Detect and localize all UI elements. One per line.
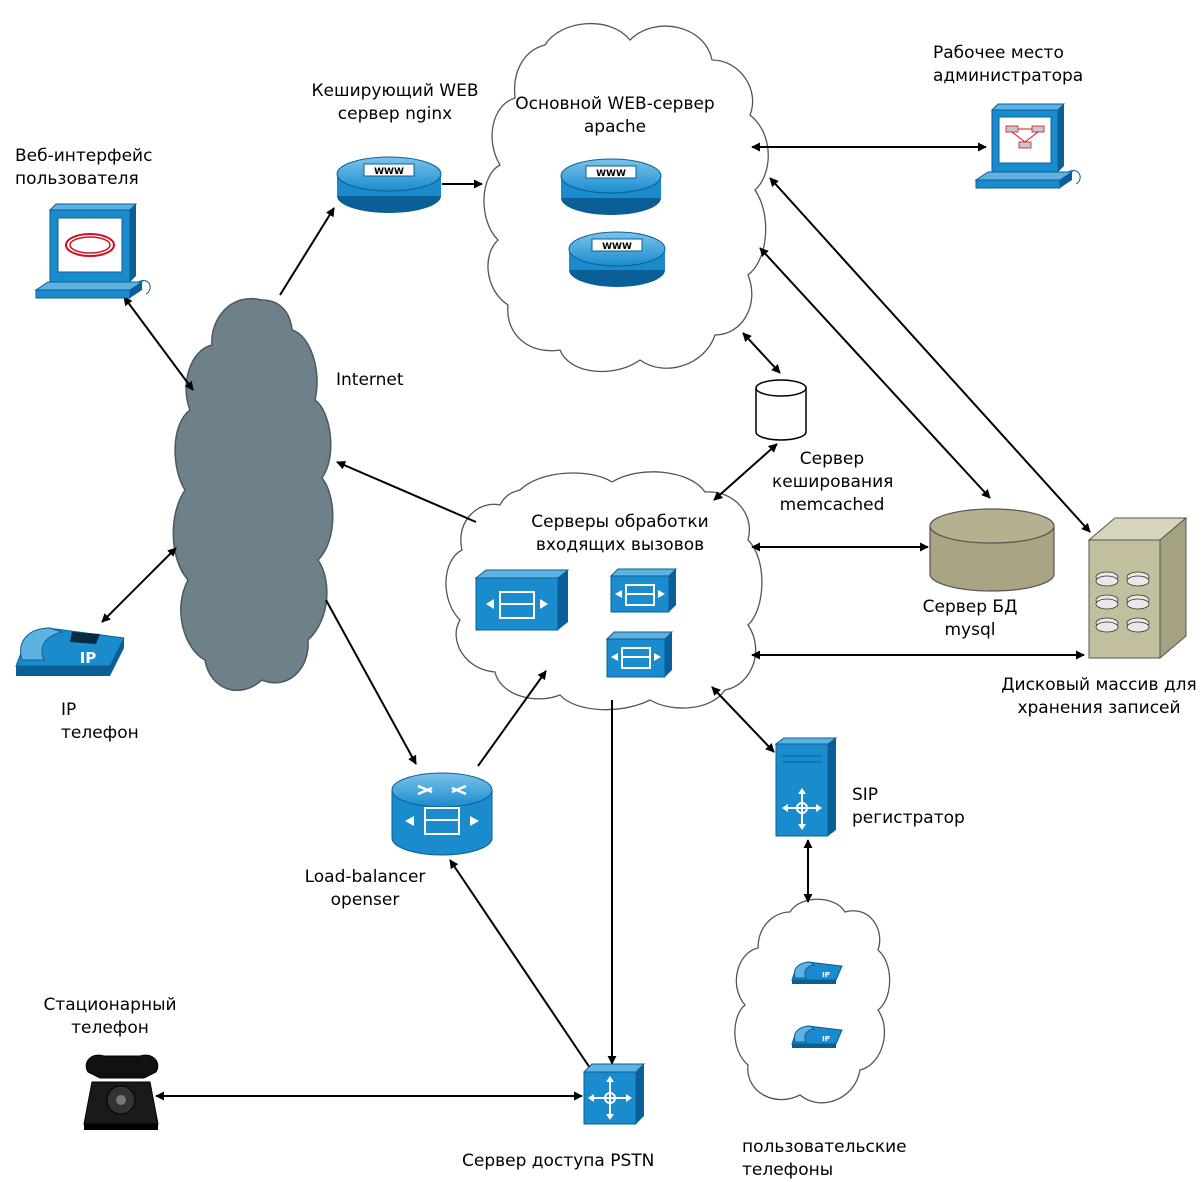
ip-phone-icon: IP [15, 627, 125, 676]
label-db-line1: Сервер БД [922, 597, 1018, 617]
label-admin-line2: администратора [933, 66, 1084, 86]
label-user-phones-line2: телефоны [742, 1160, 834, 1180]
label-storage: Дисковый массив для хранения записей [994, 674, 1204, 720]
apache-server-2-icon: WWW [568, 231, 666, 287]
label-admin: Рабочее место администратора [933, 42, 1083, 88]
label-sip-line1: SIP [852, 785, 879, 805]
apache2-www-text: WWW [602, 242, 632, 252]
link-internet-nginx [279, 207, 335, 296]
memcached-server-icon [755, 379, 807, 441]
label-load-balancer: Load-balancer openser [290, 866, 440, 912]
label-apache-line1: Основной WEB-сервер [515, 94, 715, 114]
storage-array-icon [1087, 516, 1188, 660]
nginx-server-icon: WWW [336, 156, 442, 213]
user-phone-1-ip-text: IP [822, 971, 830, 979]
call-servers-cloud [445, 471, 763, 711]
label-pstn: Сервер доступа PSTN [462, 1150, 654, 1173]
label-web-ui-line2: пользователя [15, 169, 139, 189]
label-ip-phone-line2: телефон [61, 723, 139, 743]
label-pstn-text: Сервер доступа PSTN [462, 1151, 655, 1171]
user-phone-2-icon: IP [791, 1025, 843, 1048]
label-db-line2: mysql [944, 620, 996, 640]
label-internet-text: Internet [336, 370, 404, 390]
label-storage-line1: Дисковый массив для [1001, 675, 1197, 695]
database-server-icon [929, 508, 1055, 592]
user-phone-2-ip-text: IP [822, 1035, 830, 1043]
label-landline-line1: Стационарный [43, 995, 177, 1015]
apache1-www-text: WWW [596, 169, 626, 179]
label-sip: SIP регистратор [852, 784, 965, 830]
link-balancer-calls [477, 670, 547, 767]
call-server-1-icon [474, 569, 570, 631]
link-apache-db [759, 247, 991, 499]
connections [101, 142, 1091, 1101]
label-load-balancer-line1: Load-balancer [304, 867, 426, 887]
label-call-servers-line1: Серверы обработки [531, 512, 709, 532]
label-user-phones-line1: пользовательские [742, 1137, 907, 1157]
link-calls-sip [711, 686, 775, 753]
label-apache: Основной WEB-сервер apache [510, 93, 720, 139]
call-server-2-icon [609, 568, 678, 613]
user-phone-1-icon: IP [791, 961, 843, 984]
label-call-servers: Серверы обработки входящих вызовов [510, 511, 730, 557]
web-ui-workstation-icon [34, 203, 151, 299]
label-sip-line2: регистратор [852, 808, 965, 828]
label-apache-line2: apache [583, 117, 647, 137]
ip-phone-ip-text: IP [80, 649, 97, 667]
label-load-balancer-line2: openser [330, 890, 400, 910]
sip-registrar-icon [774, 737, 838, 837]
label-call-servers-line2: входящих вызовов [535, 535, 705, 555]
label-ip-phone-line1: IP [61, 700, 77, 720]
pstn-server-icon [582, 1063, 646, 1125]
label-memcached-line1: Сервер [799, 449, 865, 469]
label-memcached-line3: memcached [779, 495, 885, 515]
label-landline: Стационарный телефон [30, 994, 190, 1040]
admin-workstation-icon [974, 103, 1081, 189]
link-webui-internet [123, 296, 194, 391]
load-balancer-icon [391, 772, 493, 856]
link-internet-balancer [325, 599, 417, 765]
internet-cloud [172, 297, 334, 691]
user-phones-cloud [734, 898, 891, 1104]
label-memcached-line2: кеширования [772, 472, 894, 492]
link-pstn-balancer [449, 859, 591, 1069]
label-landline-line2: телефон [71, 1018, 149, 1038]
label-storage-line2: хранения записей [1017, 698, 1181, 718]
nginx-www-text: WWW [374, 167, 404, 177]
label-admin-line1: Рабочее место [933, 43, 1064, 63]
label-internet: Internet [336, 369, 404, 392]
label-ip-phone: IP телефон [61, 699, 139, 745]
link-calls-internet [336, 461, 477, 523]
label-nginx: Кеширующий WEB сервер nginx [300, 80, 490, 126]
label-web-ui: Веб-интерфейс пользователя [15, 145, 152, 191]
link-internet-ipphone [101, 547, 177, 623]
label-nginx-line1: Кеширующий WEB [311, 81, 479, 101]
label-nginx-line2: сервер nginx [337, 104, 453, 124]
landline-phone-icon [83, 1054, 159, 1130]
link-apache-memcached [742, 332, 781, 374]
apache-server-1-icon: WWW [560, 158, 662, 215]
label-user-phones: пользовательские телефоны [742, 1136, 907, 1182]
label-web-ui-line1: Веб-интерфейс [15, 146, 153, 166]
label-db: Сервер БД mysql [915, 596, 1025, 642]
link-memcached-calls [713, 443, 778, 501]
label-memcached: Сервер кеширования memcached [772, 448, 894, 517]
call-server-3-icon [605, 631, 674, 678]
